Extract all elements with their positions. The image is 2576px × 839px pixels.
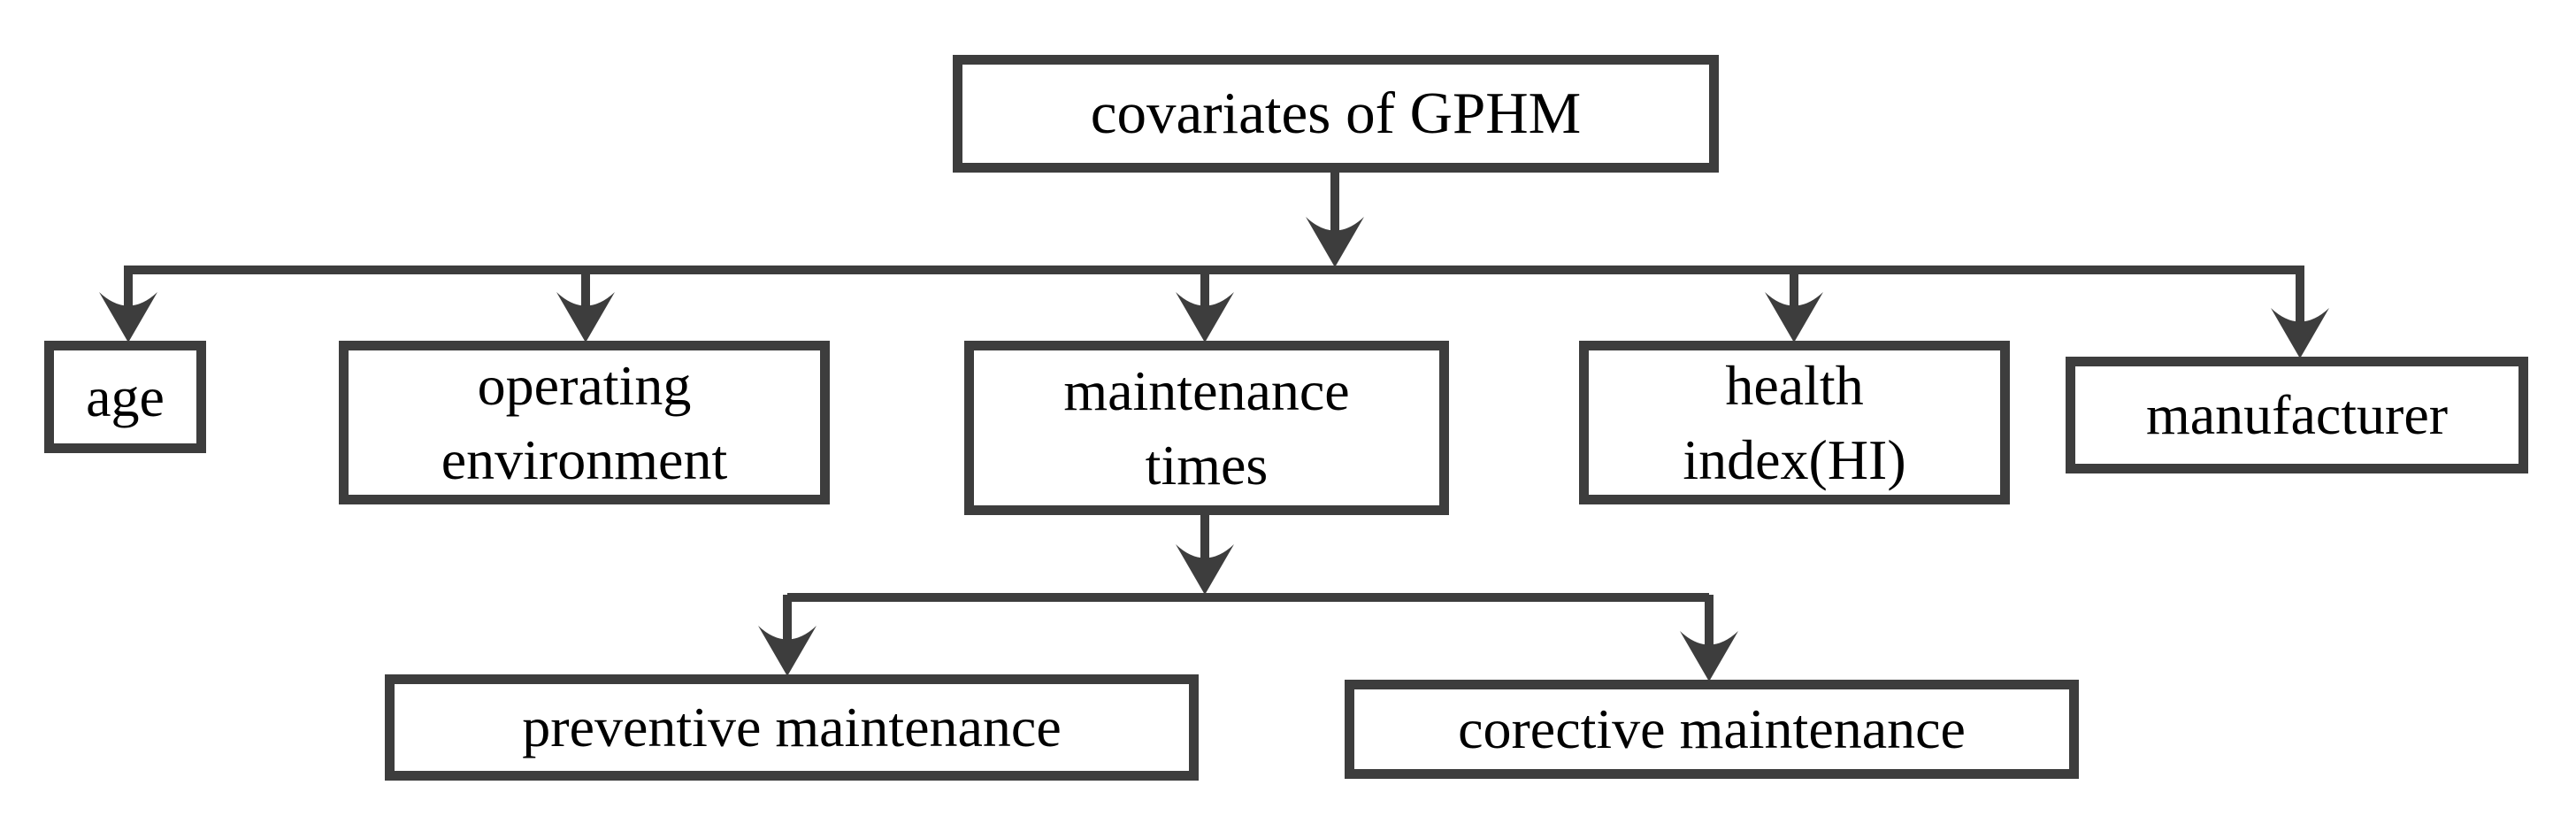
arrowhead-corrective (1680, 631, 1738, 681)
node-age: age (44, 341, 206, 453)
arrowhead-operating (556, 292, 615, 343)
node-corrective-maintenance: corective maintenance (1345, 680, 2079, 779)
node-preventive-maintenance: preventive maintenance (385, 674, 1199, 781)
arrowhead-root-to-branch (1306, 217, 1364, 267)
node-health-index: health index(HI) (1579, 341, 2010, 504)
arrowhead-manufacturer (2271, 308, 2329, 358)
arrowhead-health (1765, 292, 1823, 343)
node-maintenance-times: maintenance times (964, 341, 1449, 515)
arrowhead-maintenance-to-branch2 (1176, 544, 1234, 595)
node-covariates-of-gphm: covariates of GPHM (953, 55, 1719, 173)
node-manufacturer: manufacturer (2066, 357, 2528, 473)
node-operating-environment: operating environment (339, 341, 830, 504)
arrowhead-maintenance (1176, 292, 1234, 343)
arrowhead-preventive (758, 626, 816, 676)
arrowhead-age (99, 292, 157, 343)
